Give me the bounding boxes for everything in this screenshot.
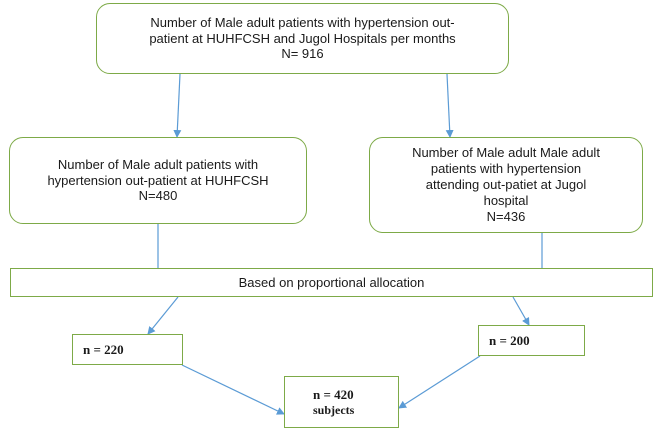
- node-jugol-line-2: patients with hypertension: [430, 161, 582, 177]
- node-jugol-line-1: Number of Male adult Male adult: [412, 145, 600, 161]
- node-allocation: Based on proportional allocation: [10, 268, 653, 297]
- arrow-allocation-to-n-left: [147, 296, 179, 335]
- node-n-total: n = 420 subjects: [284, 376, 399, 428]
- node-jugol: Number of Male adult Male adult patients…: [369, 137, 643, 233]
- node-total-line-2: patient at HUHFCSH and Jugol Hospitals p…: [149, 30, 456, 46]
- node-allocation-label: Based on proportional allocation: [238, 274, 425, 290]
- arrow-total-to-jugol: [445, 73, 454, 138]
- node-total-patients: Number of Male adult patients with hyper…: [96, 3, 509, 74]
- node-huhfcsh-line-3: N=480: [138, 188, 178, 204]
- node-jugol-line-3: attending out-patiet at Jugol: [425, 177, 587, 193]
- node-n-total-line-2: subjects: [313, 402, 355, 417]
- arrow-total-to-huhfcsh: [173, 73, 182, 138]
- node-total-line-1: Number of Male adult patients with hyper…: [150, 14, 455, 30]
- node-n-left: n = 220: [72, 334, 183, 365]
- node-total-line-3: N= 916: [281, 46, 324, 62]
- node-n-total-line-1: n = 420: [313, 386, 354, 402]
- node-n-left-label: n = 220: [83, 341, 124, 357]
- arrow-allocation-to-n-right: [512, 296, 530, 326]
- node-jugol-line-4: hospital: [483, 192, 529, 208]
- arrow-n-left-to-total: [181, 364, 285, 415]
- node-huhfcsh-line-2: hypertension out-patient at HUHFCSH: [47, 172, 269, 188]
- arrow-n-right-to-total: [398, 355, 481, 409]
- node-n-right-label: n = 200: [489, 332, 530, 348]
- node-jugol-line-5: N=436: [486, 208, 526, 224]
- node-n-right: n = 200: [478, 325, 585, 356]
- node-huhfcsh-line-1: Number of Male adult patients with: [57, 156, 259, 172]
- node-huhfcsh: Number of Male adult patients with hyper…: [9, 137, 307, 224]
